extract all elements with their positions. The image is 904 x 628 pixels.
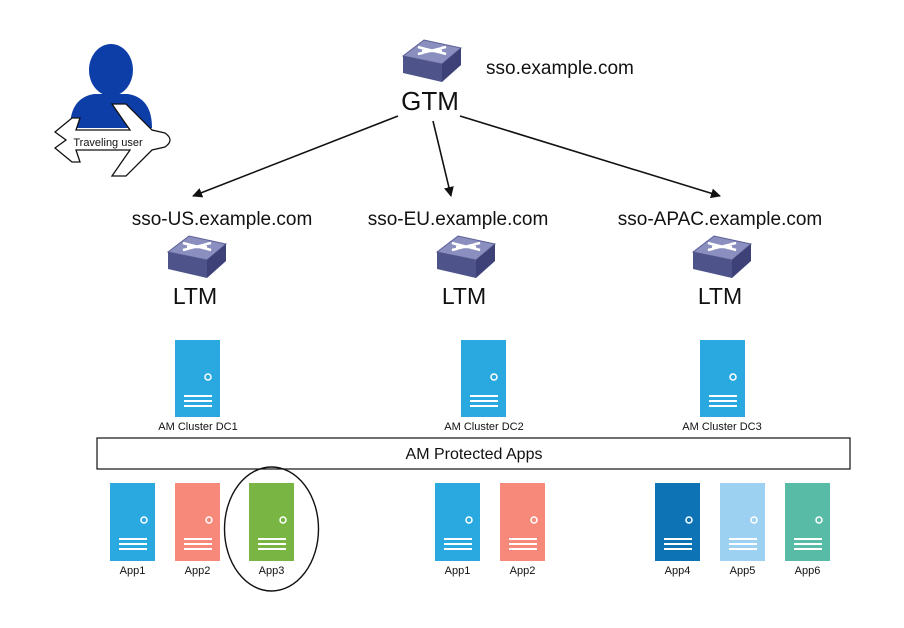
region-us-hostname: sso-US.example.com — [132, 209, 313, 230]
app-server-icon — [500, 483, 545, 561]
app-label: App2 — [185, 565, 211, 577]
ltm-apac-label: LTM — [698, 283, 742, 309]
ltm-us-router-icon — [166, 234, 228, 280]
protected-apps-bar — [96, 437, 851, 470]
app-server-icon — [655, 483, 700, 561]
app-server-icon — [435, 483, 480, 561]
server-dc1-icon — [175, 340, 220, 417]
arrow-to-apac — [459, 115, 721, 199]
app-label: App1 — [445, 565, 471, 577]
app-label: App2 — [510, 565, 536, 577]
app-label: App1 — [120, 565, 146, 577]
cluster-dc2-label: AM Cluster DC2 — [444, 421, 523, 433]
gtm-router-icon — [401, 38, 463, 84]
app-label: App3 — [259, 565, 285, 577]
airplane-icon — [53, 103, 171, 177]
traveling-user-caption: Traveling user — [73, 137, 143, 149]
app-server-icon — [110, 483, 155, 561]
app-label: App6 — [795, 565, 821, 577]
region-apac-hostname: sso-APAC.example.com — [618, 209, 823, 230]
region-eu-hostname: sso-EU.example.com — [368, 209, 549, 230]
gtm-label: GTM — [401, 86, 459, 116]
cluster-dc3-label: AM Cluster DC3 — [682, 421, 761, 433]
app-server-icon — [720, 483, 765, 561]
ltm-eu-router-icon — [435, 234, 497, 280]
app-server-icon — [785, 483, 830, 561]
cluster-dc1-label: AM Cluster DC1 — [158, 421, 237, 433]
arrow-to-us — [192, 115, 399, 198]
arrow-to-eu — [432, 120, 454, 197]
server-dc3-icon — [700, 340, 745, 417]
protected-apps-label: AM Protected Apps — [406, 446, 543, 463]
app-server-icon — [175, 483, 220, 561]
app-server-icon — [249, 483, 294, 561]
gtm-hostname: sso.example.com — [486, 58, 634, 79]
server-dc2-icon — [461, 340, 506, 417]
ltm-apac-router-icon — [691, 234, 753, 280]
traveling-user-icon — [70, 44, 152, 128]
highlight-circle — [223, 466, 320, 592]
app-label: App4 — [665, 565, 691, 577]
app-label: App5 — [730, 565, 756, 577]
ltm-eu-label: LTM — [442, 283, 486, 309]
ltm-us-label: LTM — [173, 283, 217, 309]
